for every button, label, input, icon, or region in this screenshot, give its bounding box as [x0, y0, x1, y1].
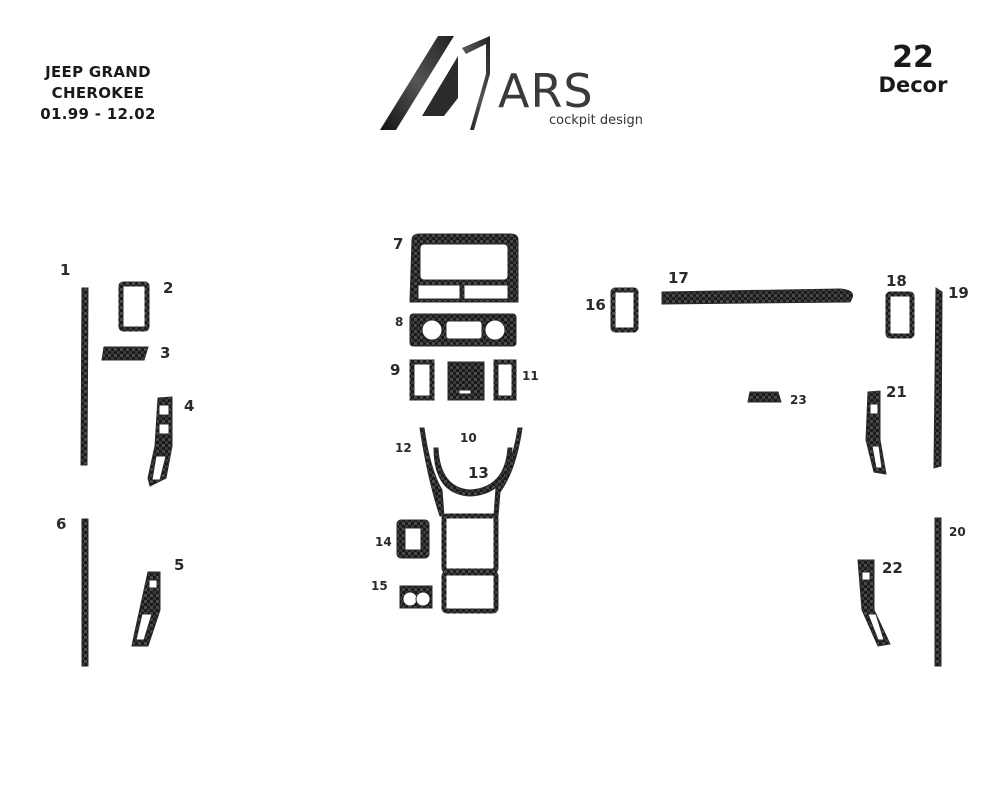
part-label-12: 12	[395, 441, 412, 455]
part-label-17: 17	[668, 269, 689, 287]
part-label-20: 20	[949, 525, 966, 539]
part-label-8: 8	[395, 315, 404, 329]
part-22	[857, 559, 891, 647]
part-18	[885, 291, 915, 339]
part-2	[118, 281, 150, 332]
part-label-2: 2	[163, 279, 174, 297]
part-label-21: 21	[886, 383, 907, 401]
decor-number: 22	[892, 40, 934, 75]
part-console-lower	[441, 570, 499, 614]
part-label-14: 14	[375, 535, 392, 549]
part-1	[80, 287, 89, 466]
part-4	[147, 396, 173, 487]
decor-count: 22 Decor	[868, 40, 958, 97]
part-label-6: 6	[56, 515, 67, 533]
decor-label: Decor	[878, 73, 948, 97]
part-6	[81, 518, 89, 667]
logo-tagline: cockpit design	[549, 113, 643, 128]
part-19	[933, 287, 943, 469]
part-label-7: 7	[393, 235, 404, 253]
part-label-10: 10	[460, 431, 477, 445]
part-label-18: 18	[886, 272, 907, 290]
part-console-upper	[441, 513, 499, 574]
part-3	[101, 346, 149, 361]
part-label-15: 15	[371, 579, 388, 593]
logo-wordmark: ARS	[498, 64, 594, 118]
part-label-5: 5	[174, 556, 185, 574]
model-line-2: CHEROKEE	[51, 84, 145, 102]
part-13	[433, 447, 513, 497]
part-10	[493, 427, 523, 517]
part-16	[610, 287, 639, 333]
part-9	[409, 359, 435, 401]
part-label-3: 3	[160, 344, 171, 362]
part-label-1: 1	[60, 261, 71, 279]
model-years: 01.99 - 12.02	[40, 105, 156, 123]
part-label-13: 13	[468, 464, 489, 482]
part-label-16: 16	[585, 296, 606, 314]
part-11	[493, 359, 517, 401]
part-label-19: 19	[948, 284, 969, 302]
part-label-23: 23	[790, 393, 807, 407]
part-label-4: 4	[184, 397, 195, 415]
part-label-22: 22	[882, 559, 903, 577]
part-label-11: 11	[522, 369, 539, 383]
mars-m-mark-icon	[380, 36, 490, 130]
part-label-9: 9	[390, 361, 401, 379]
part-20	[934, 517, 942, 667]
vehicle-model: JEEP GRAND CHEROKEE 01.99 - 12.02	[28, 62, 168, 125]
part-23	[747, 391, 782, 403]
model-line-1: JEEP GRAND	[45, 63, 151, 81]
part-17	[661, 288, 853, 305]
mars-logo: ARS cockpit design	[378, 34, 648, 134]
